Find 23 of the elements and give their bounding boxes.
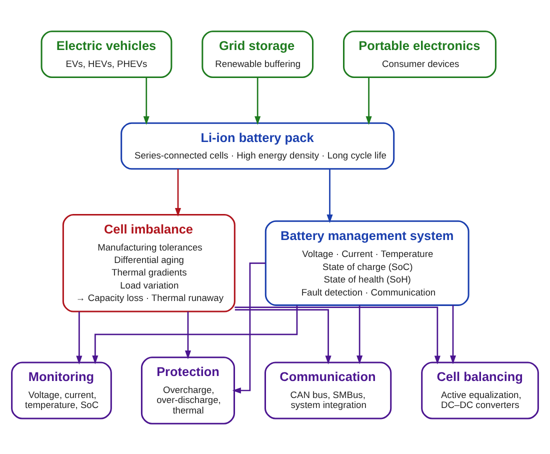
arrow bbox=[76, 311, 82, 364]
node-box: Electric vehicles EVs, HEVs, PHEVs bbox=[40, 30, 172, 78]
arrow bbox=[326, 168, 333, 223]
node-box: Cell balancing Active equalization, DC–DC converters bbox=[421, 361, 539, 419]
node-box: Portable electronics Consumer devices bbox=[343, 30, 496, 78]
arrow bbox=[184, 311, 192, 359]
arrow bbox=[366, 76, 372, 124]
node-box: Grid storage Renewable buffering bbox=[202, 30, 314, 78]
arrow bbox=[174, 168, 182, 216]
node-box: Battery management system Voltage · Current · Temperature State of charge (SoC) State of health (SoH) Fault detection · Communication bbox=[264, 220, 470, 306]
arrow bbox=[234, 308, 332, 364]
arrow bbox=[450, 304, 456, 364]
node-box: Cell imbalance Manufacturing tolerances Differential aging Thermal gradients Load variation → Capacity loss · Thermal runaway bbox=[62, 214, 236, 312]
arrow bbox=[143, 76, 150, 124]
arrow bbox=[254, 76, 261, 124]
arrow bbox=[234, 306, 440, 364]
arrow bbox=[92, 304, 298, 364]
node-box: Protection Overcharge, over-discharge, thermal bbox=[140, 356, 236, 424]
node-box: Monitoring Voltage, current, temperature, SoC bbox=[11, 361, 112, 419]
arrow bbox=[356, 304, 363, 364]
node-box: Li-ion battery pack Series-connected cells · High energy density · Long cycle life bbox=[120, 122, 395, 170]
arrow bbox=[232, 262, 266, 394]
node-box: Communication CAN bus, SMBus, system integration bbox=[264, 361, 392, 419]
